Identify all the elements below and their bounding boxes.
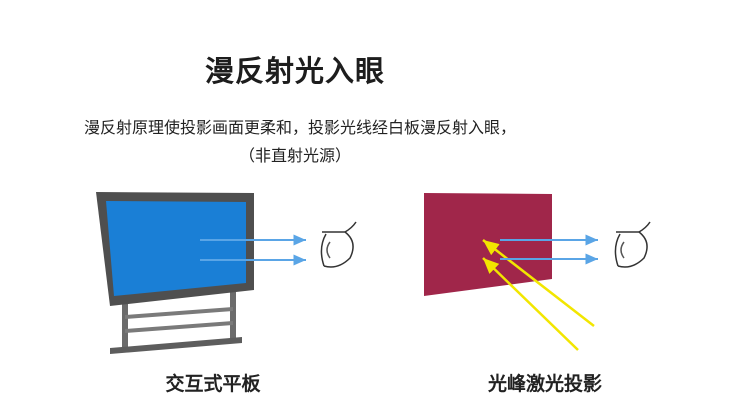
description-line-1: 漫反射原理使投影画面更柔和，投影光线经白板漫反射入眼， — [84, 118, 517, 137]
incident-light-2 — [482, 257, 579, 351]
eye-icon-right — [614, 221, 651, 268]
eye-icon — [320, 221, 357, 268]
incident-light-1 — [482, 239, 595, 327]
laser-projection-illustration — [424, 193, 651, 351]
page-title: 漫反射光入眼 — [204, 54, 385, 88]
interactive-panel-illustration — [96, 192, 357, 354]
description-line-2: （非直射光源） — [238, 146, 351, 165]
caption-interactive-panel: 交互式平板 — [165, 373, 261, 395]
panel-stand — [110, 290, 242, 354]
panel-screen — [106, 201, 246, 296]
caption-laser-projection: 光峰激光投影 — [487, 373, 602, 395]
